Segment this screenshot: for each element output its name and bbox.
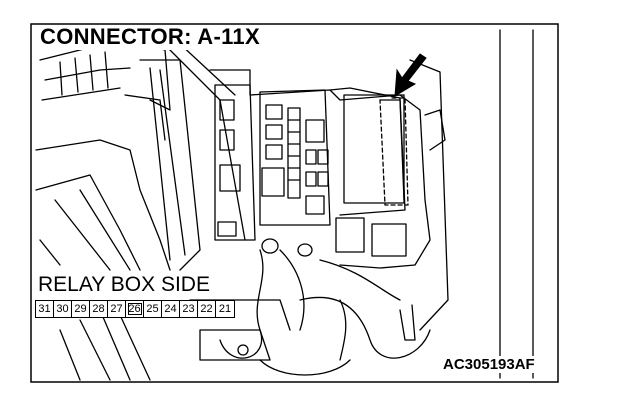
pin-24: 24 [162, 301, 180, 317]
pin-21: 21 [218, 303, 232, 315]
relay-box-side-label: RELAY BOX SIDE [36, 273, 212, 296]
pin-31: 31 [36, 301, 54, 317]
pin-23: 23 [180, 301, 198, 317]
pin-25: 25 [144, 301, 162, 317]
down-left-arrow-icon [394, 53, 427, 97]
connector-pin-layout: 31 30 29 28 27 26 25 24 23 22 21 [35, 300, 235, 318]
figure-code: AC305193AF [441, 356, 537, 373]
pin-28: 28 [90, 301, 108, 317]
pin-22: 22 [198, 301, 216, 317]
connector-title: CONNECTOR: A-11X [38, 26, 264, 50]
pin-26: 26 [126, 301, 144, 317]
pin-27: 27 [108, 301, 126, 317]
figure-frame [30, 23, 559, 383]
pin-29: 29 [72, 301, 90, 317]
pin-30: 30 [54, 301, 72, 317]
